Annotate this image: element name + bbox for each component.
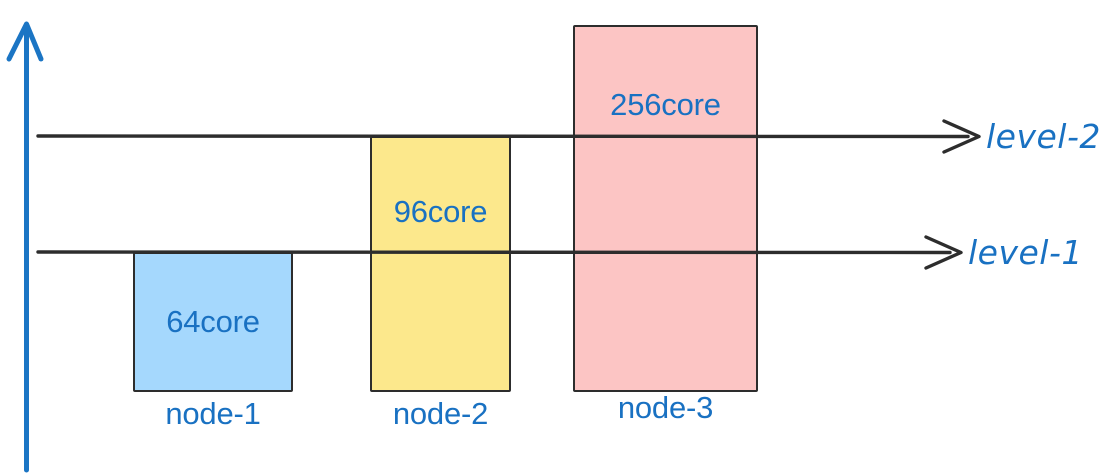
level-2-label: level-2 xyxy=(986,117,1101,156)
node-label-node-3: node-3 xyxy=(617,390,714,425)
level-2-line xyxy=(36,119,981,154)
level-1-line xyxy=(36,235,963,270)
bar-value-label-node-1: 64core xyxy=(166,304,260,339)
bar-value-label-node-3: 256core xyxy=(610,87,721,122)
y-axis-arrow-icon xyxy=(6,21,44,473)
bar-node-1: 64core xyxy=(133,252,293,392)
node-label-node-1: node-1 xyxy=(165,396,261,431)
node-label-node-2: node-2 xyxy=(392,396,489,431)
level-1-label: level-1 xyxy=(968,233,1083,272)
bar-value-label-node-2: 96core xyxy=(393,194,488,229)
bar-node-3: 256core xyxy=(573,25,758,392)
